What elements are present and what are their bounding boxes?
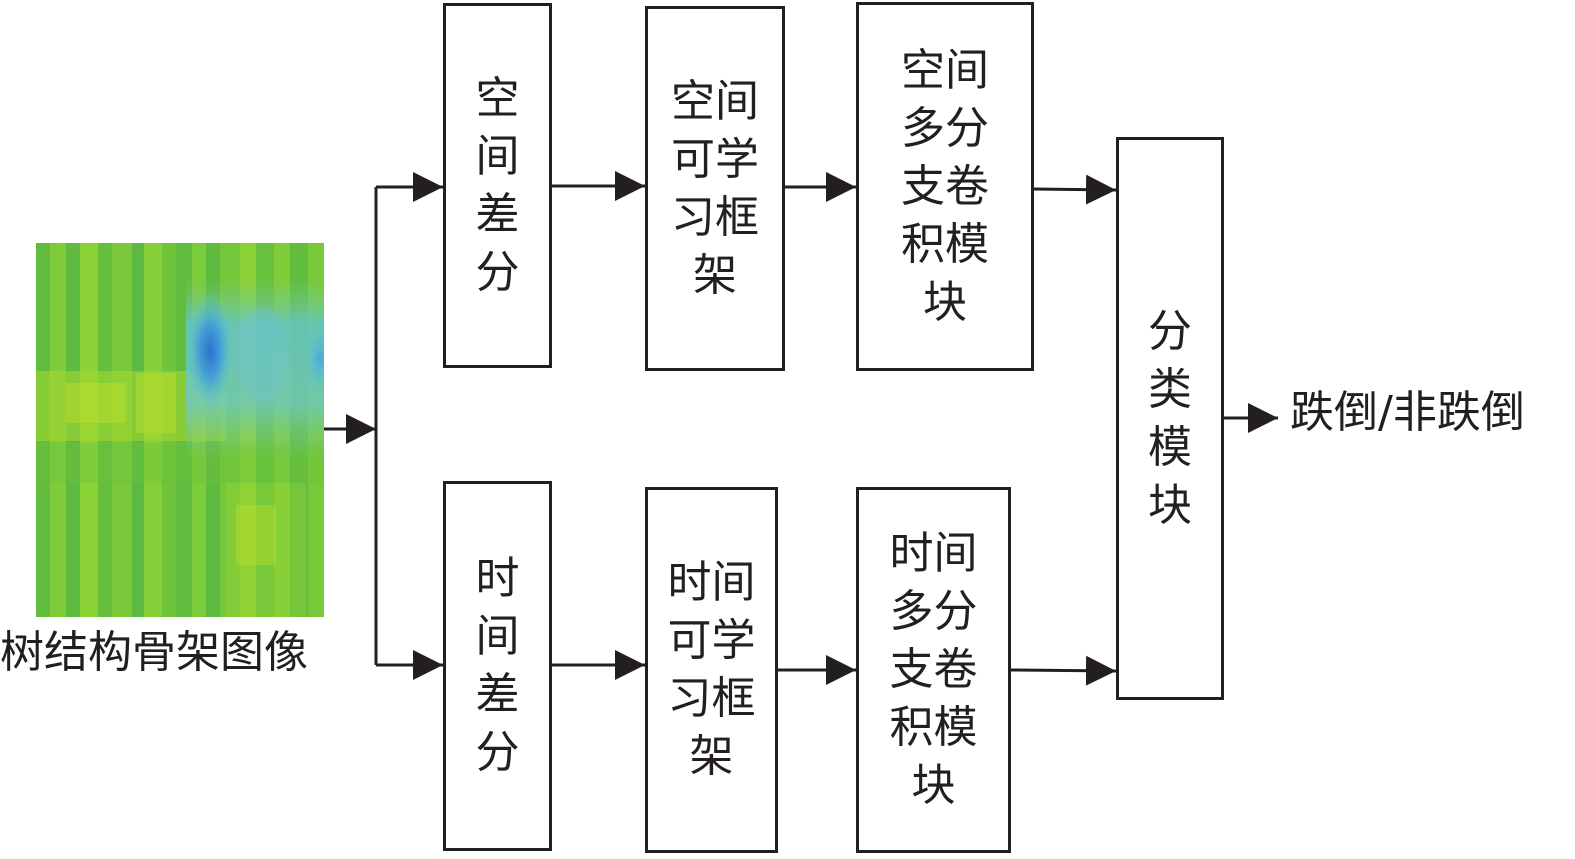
classification-module-label: 分类模块 — [1148, 305, 1192, 531]
output-label: 跌倒/非跌倒 — [1290, 387, 1525, 438]
temporal-learnable-framework-box: 时间可学习框架 — [645, 487, 778, 853]
classification-module-box: 分类模块 — [1116, 137, 1224, 700]
skeleton-heatmap-image — [36, 243, 324, 617]
temporal-difference-label: 时间差分 — [475, 553, 520, 778]
spatial-conv-to-classifier-arrow — [1033, 174, 1117, 205]
spatial-multibranch-conv-box: 空间多分支卷积模块 — [856, 2, 1034, 371]
temporal-conv-to-classifier-arrow — [1010, 655, 1117, 686]
input-image-caption: 树结构骨架图像 — [0, 627, 308, 678]
temporal-multibranch-conv-label: 时间多分支卷积模块 — [889, 528, 978, 811]
temporal-multibranch-conv-box: 时间多分支卷积模块 — [856, 487, 1011, 853]
spatial-difference-box: 空间差分 — [443, 3, 552, 368]
spatial-learnable-framework-box: 空间可学习框架 — [645, 6, 785, 371]
spatial-learnable-framework-label: 空间可学习框架 — [671, 75, 759, 301]
temporal-difference-box: 时间差分 — [443, 481, 552, 851]
spatial-multibranch-conv-label: 空间多分支卷积模块 — [901, 44, 989, 328]
temporal-learnable-framework-label: 时间可学习框架 — [667, 557, 756, 782]
spatial-difference-label: 空间差分 — [475, 72, 520, 298]
